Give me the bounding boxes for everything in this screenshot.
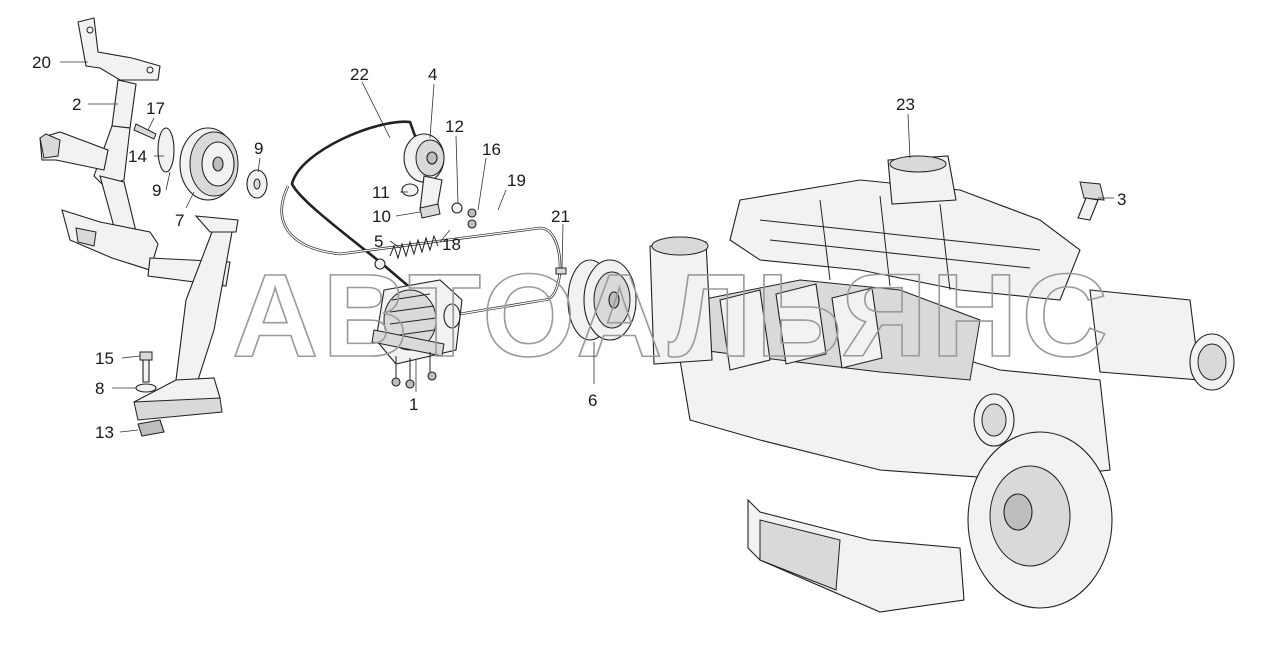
callout-12: 12 [445,117,464,136]
callout-10: 10 [372,207,391,226]
callout-16: 16 [482,140,501,159]
pulley-7 [157,127,268,201]
callout-9-left: 9 [152,181,161,200]
callout-4: 4 [428,65,437,84]
callout-3: 3 [1117,190,1126,209]
callout-13: 13 [95,423,114,442]
callout-22: 22 [350,65,369,84]
callout-6: 6 [588,391,597,410]
watermark: АВТОАЛЬЯНС [232,250,1112,382]
engine-block [649,155,1235,613]
callout-17: 17 [146,99,165,118]
alternator-1 [371,279,463,389]
callout-20: 20 [32,53,51,72]
callout-9-right: 9 [254,139,263,158]
callout-5: 5 [374,232,383,251]
lower-bracket [61,209,239,437]
callout-15: 15 [95,349,114,368]
callout-19: 19 [507,171,526,190]
callout-14: 14 [128,147,147,166]
callout-23: 23 [896,95,915,114]
crank-pulley-6 [555,259,637,341]
callout-18: 18 [442,235,461,254]
callout-7: 7 [175,211,184,230]
callout-labels: 20 2 17 14 9 7 9 22 4 12 16 19 11 10 5 1… [32,53,1126,442]
callout-1: 1 [409,395,418,414]
bracket-assembly [39,17,161,257]
callout-8: 8 [95,379,104,398]
callout-2: 2 [72,95,81,114]
tensioner-assembly [374,133,477,270]
callout-21: 21 [551,207,570,226]
callout-11: 11 [372,183,390,202]
leader-lines [60,61,1114,433]
